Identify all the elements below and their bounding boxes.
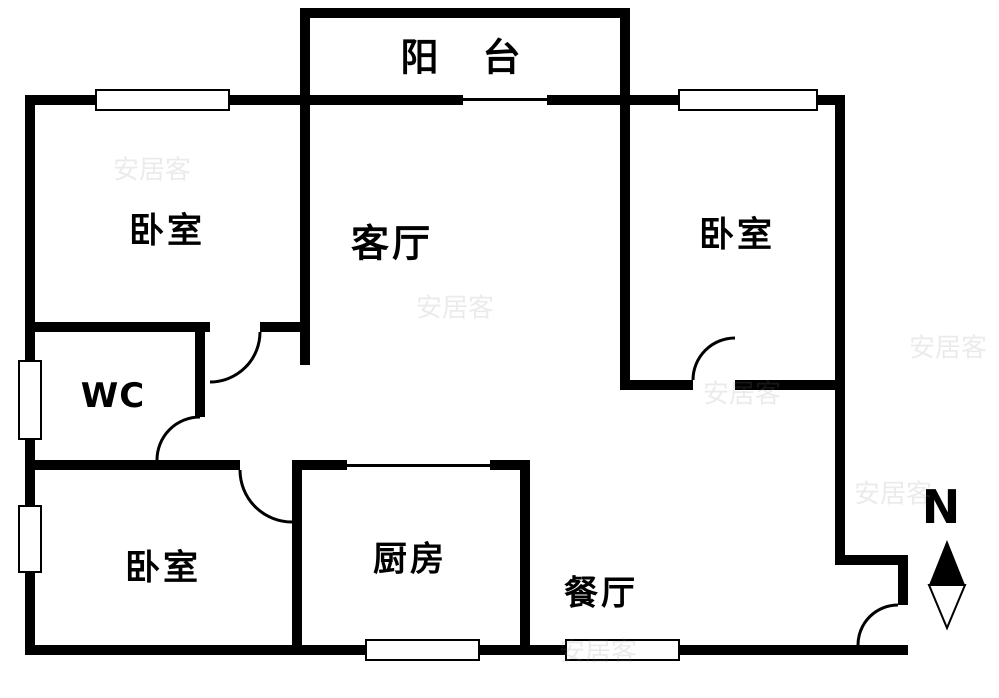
wall-right-notch-vertical [898, 555, 908, 605]
window-bottom-dining [565, 639, 680, 661]
room-label-wc: WC [80, 376, 146, 416]
room-label-bedroom-top-left: 卧室 [128, 211, 206, 252]
window-top-right [678, 89, 818, 111]
door-arc-bedroom-bottom-left [238, 469, 293, 524]
window-left-wc [18, 360, 42, 440]
wall-right-notch-horizontal [835, 555, 908, 565]
room-label-living-room: 客厅 [350, 221, 434, 266]
wall-balcony-top [300, 8, 630, 18]
window-top-left [95, 89, 230, 111]
wall-kitchen-right [520, 460, 530, 655]
watermark: 安居客 [415, 293, 495, 324]
north-arrow-solid-half [929, 540, 965, 585]
room-label-kitchen: 厨房 [373, 539, 447, 580]
wall-kitchen-left [292, 460, 302, 655]
room-label-bedroom-top-right: 卧室 [698, 215, 776, 256]
watermark: 安居客 [112, 155, 192, 186]
wall-kitchen-top-right [490, 460, 530, 470]
wall-bedroom-tl-bottom [25, 322, 210, 332]
wall-balcony-right [620, 8, 630, 95]
balcony-door-line [463, 98, 547, 101]
door-arc-wc [155, 415, 201, 461]
watermark: 安居客 [558, 637, 638, 668]
room-label-bedroom-bottom-left: 卧室 [124, 548, 202, 589]
kitchen-opening-line [347, 464, 490, 467]
wall-top-left-segment [25, 95, 463, 105]
door-arc-bedroom-top-right [691, 336, 736, 381]
wall-bedroom-tr-left [620, 95, 630, 390]
watermark: 安居客 [908, 333, 988, 364]
door-arc-entry [856, 603, 899, 646]
north-label: N [921, 480, 961, 534]
watermark: 安居客 [853, 479, 933, 510]
watermark: 安居客 [702, 379, 782, 410]
wall-bedroom-tl-bottom-stub [260, 322, 310, 332]
door-arc-bedroom-top-left [209, 331, 262, 384]
wall-bedroom-tr-bottom-left [620, 380, 693, 390]
wall-balcony-left [300, 8, 310, 95]
wall-right [835, 95, 845, 565]
north-arrow-icon [927, 540, 967, 631]
wall-bedroom-tl-right [300, 95, 310, 365]
wall-kitchen-top-left [292, 460, 347, 470]
window-left-bedroom [18, 505, 42, 573]
wall-wc-right [195, 322, 205, 417]
wall-bedroom-tr-bottom-right [735, 380, 845, 390]
window-bottom-kitchen [365, 639, 480, 661]
north-arrow-outline-half [927, 584, 967, 631]
wall-wc-bottom [25, 460, 240, 470]
room-label-balcony: 阳 台 [400, 35, 524, 80]
room-label-dining-room: 餐厅 [564, 573, 638, 614]
